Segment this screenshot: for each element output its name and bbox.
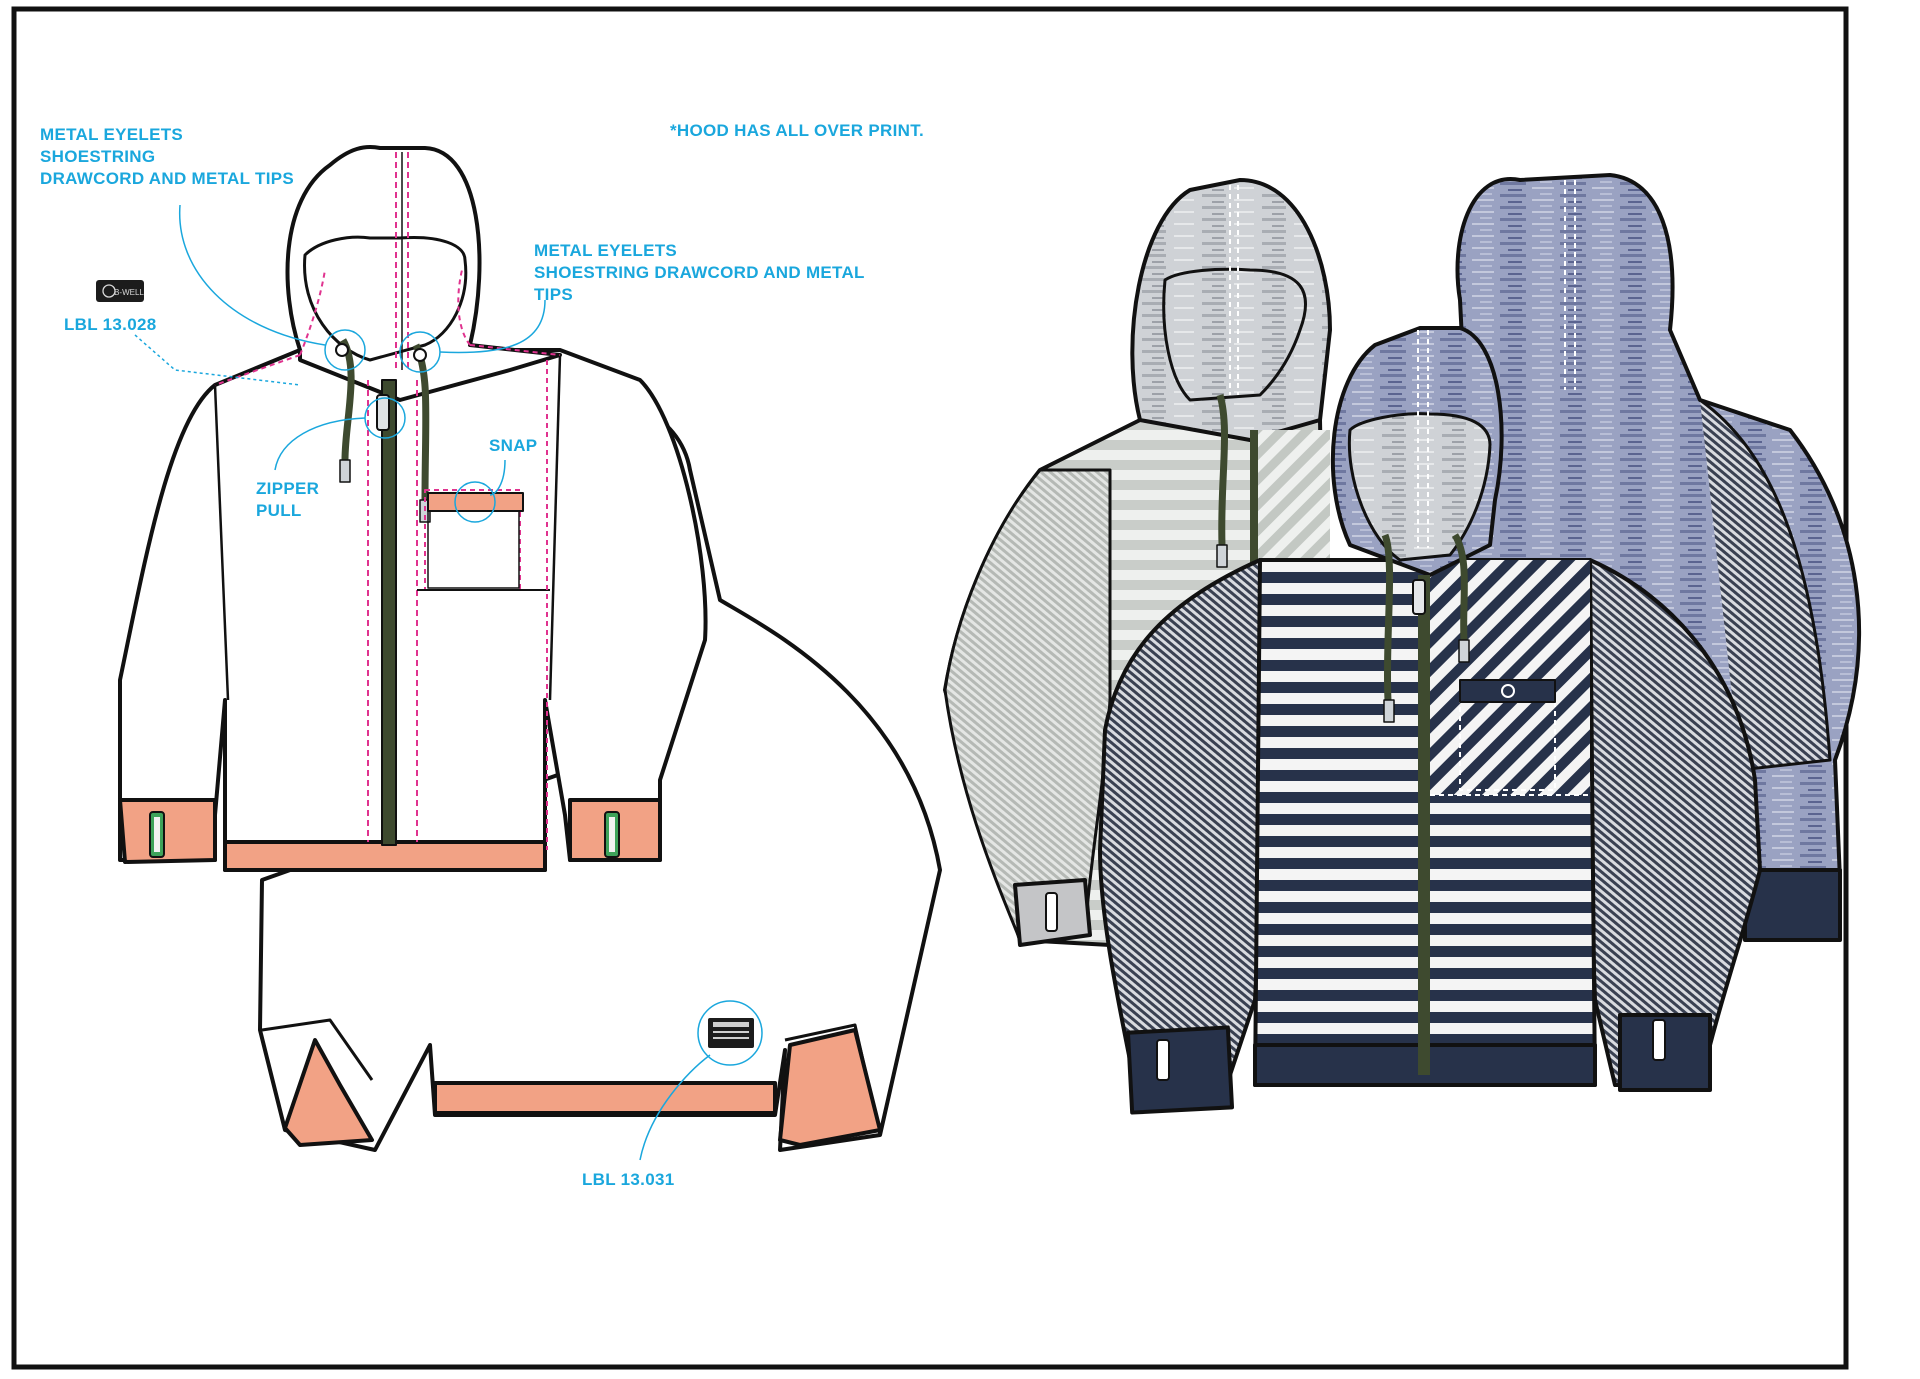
- thumbhole-icon: [1652, 1019, 1666, 1061]
- callout-label-bottom: LBL 13.031: [582, 1170, 675, 1189]
- callout-zipper-pull: ZIPPER PULL: [256, 478, 319, 522]
- label-badge-text: B-WELL: [114, 288, 144, 297]
- snap-icon: [1501, 684, 1515, 698]
- callout-eyelets-right-line-2: SHOESTRING DRAWCORD AND METAL: [534, 263, 865, 282]
- callout-markers: [134, 204, 763, 1161]
- callout-zipper-pull-line-2: PULL: [256, 501, 302, 520]
- eyelet-icon: [413, 348, 427, 362]
- callout-eyelets-left-line-2: SHOESTRING: [40, 147, 156, 166]
- label-badge-icon: [708, 1018, 754, 1048]
- hoodie-front-flat: [118, 145, 708, 872]
- callout-eyelets-right-line-1: METAL EYELETS: [534, 241, 678, 260]
- label-badge-icon: B-WELL: [96, 280, 144, 302]
- thumbhole-icon: [1045, 892, 1058, 932]
- callout-label-top: LBL 13.028: [64, 315, 157, 334]
- callout-eyelets-right-line-3: TIPS: [534, 285, 573, 304]
- thumbhole-icon: [1156, 1039, 1170, 1081]
- hoodie-colorway-navy-stripe: [1098, 326, 1762, 1115]
- callout-eyelets-right: METAL EYELETS SHOESTRING DRAWCORD AND ME…: [534, 240, 865, 306]
- callout-eyelets-left-line-3: DRAWCORD AND METAL TIPS: [40, 169, 295, 188]
- callout-eyelets-left: METAL EYELETS SHOESTRING DRAWCORD AND ME…: [40, 124, 294, 190]
- callout-zipper-pull-line-1: ZIPPER: [256, 479, 320, 498]
- callout-snap: SNAP: [489, 436, 538, 455]
- eyelet-icon: [335, 343, 349, 357]
- hood-print-note: *HOOD HAS ALL OVER PRINT.: [670, 121, 925, 140]
- callout-eyelets-left-line-1: METAL EYELETS: [40, 125, 184, 144]
